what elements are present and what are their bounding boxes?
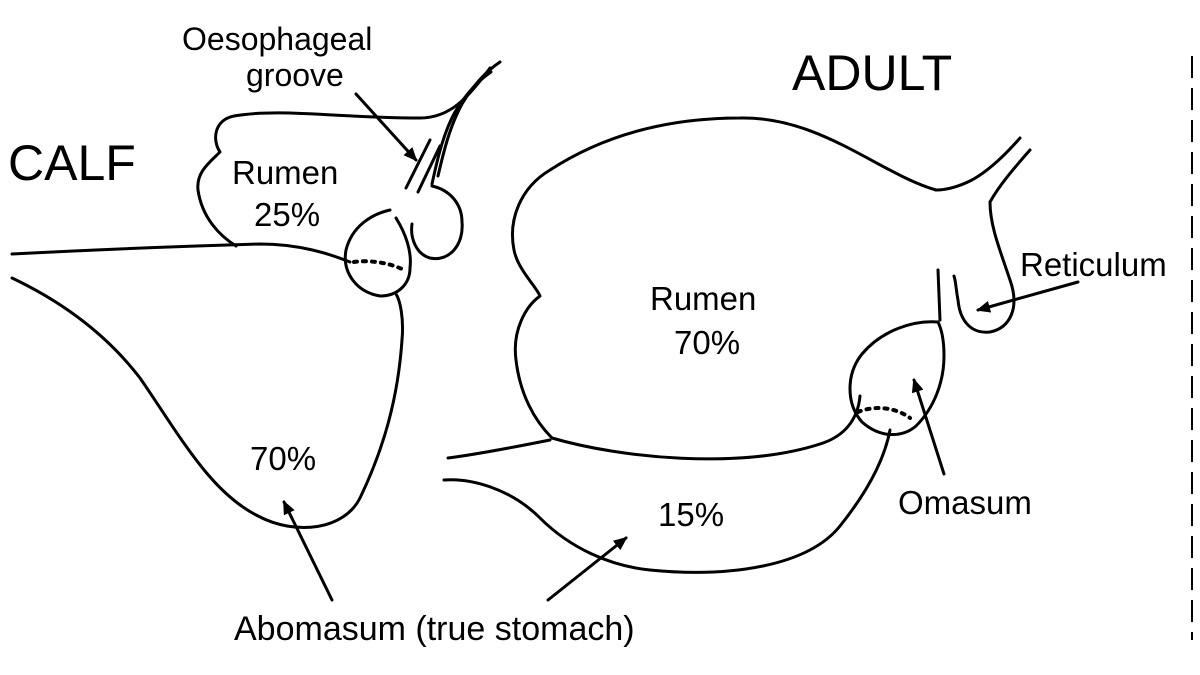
adult-reticulum-outline bbox=[952, 200, 1016, 334]
calf-abomasum-leader-arrow bbox=[282, 500, 334, 602]
calf-rumen-name: Rumen bbox=[232, 154, 338, 191]
adult-heading: ADULT bbox=[792, 45, 952, 101]
adult-abomasum-percent: 15% bbox=[658, 496, 724, 533]
calf-reticulum-outline bbox=[410, 184, 464, 261]
adult-stomach bbox=[442, 116, 1032, 574]
leader-lines bbox=[282, 92, 1080, 602]
calf-stomach bbox=[10, 60, 502, 529]
calf-rumen-outline bbox=[196, 66, 492, 248]
adult-rumen-name: Rumen bbox=[650, 280, 756, 317]
calf-omasum-outline bbox=[343, 208, 412, 298]
calf-abomasum-top-edge bbox=[10, 242, 352, 264]
reticulum-label: Reticulum bbox=[1020, 246, 1167, 283]
adult-abomasum-outline bbox=[442, 428, 892, 574]
calf-heading: CALF bbox=[8, 135, 136, 191]
abomasum-label: Abomasum (true stomach) bbox=[234, 610, 635, 648]
adult-abomasum-top-edge bbox=[446, 438, 552, 460]
omasum-label: Omasum bbox=[898, 484, 1032, 521]
groove-label-line1: Oesophageal bbox=[182, 21, 372, 57]
calf-groove-mark-2 bbox=[416, 144, 442, 194]
adult-oesophagus-outline-inner bbox=[988, 148, 1032, 204]
groove-leader-arrow bbox=[354, 92, 418, 162]
adult-omasum-outline bbox=[848, 320, 946, 437]
omasum-leader-arrow bbox=[911, 378, 946, 476]
adult-rumen-percent: 70% bbox=[674, 324, 740, 361]
adult-abomasum-leader-arrow bbox=[546, 536, 628, 602]
calf-oesophagus-outline bbox=[436, 60, 502, 178]
reticulum-leader-arrow bbox=[976, 280, 1080, 313]
adult-reticulum-inner-edge bbox=[936, 268, 942, 322]
calf-abomasum-percent: 70% bbox=[250, 440, 316, 477]
adult-oesophagus-outline bbox=[934, 136, 1022, 192]
calf-groove-mark bbox=[404, 138, 432, 190]
adult-rumen-outline bbox=[511, 116, 938, 461]
groove-label-line2: groove bbox=[246, 57, 344, 93]
calf-omasum-dots bbox=[352, 259, 406, 272]
adult-omasum-dots bbox=[856, 406, 912, 420]
calf-rumen-percent: 25% bbox=[254, 196, 320, 233]
calf-abomasum-outline bbox=[10, 276, 404, 529]
